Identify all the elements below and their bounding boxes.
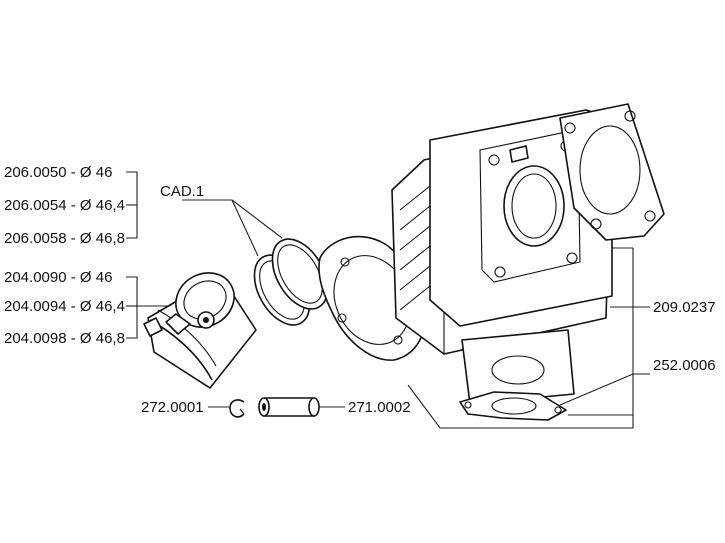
piston-rings <box>253 238 329 326</box>
head-gasket <box>559 103 665 241</box>
leader-lines <box>126 171 650 429</box>
label-ring-206-0050: 206.0050 - Ø 46 <box>4 164 112 181</box>
label-piston-204-0098: 204.0098 - Ø 46,8 <box>4 330 125 347</box>
piston-pin <box>258 397 320 417</box>
label-cylinder-209-0237: 209.0237 <box>653 299 716 316</box>
exhaust-gasket <box>459 391 567 421</box>
label-ring-206-0058: 206.0058 - Ø 46,8 <box>4 230 125 247</box>
label-ring-quantity: CAD.1 <box>160 183 204 200</box>
part-labels: 206.0050 - Ø 46 206.0054 - Ø 46,4 206.00… <box>4 164 716 416</box>
label-circlip-272-0001: 272.0001 <box>141 399 204 416</box>
piston <box>143 272 257 389</box>
label-piston-204-0094: 204.0094 - Ø 46,4 <box>4 298 125 315</box>
label-pin-271-0002: 271.0002 <box>348 399 411 416</box>
label-piston-204-0090: 204.0090 - Ø 46 <box>4 269 112 286</box>
label-ring-206-0054: 206.0054 - Ø 46,4 <box>4 197 125 214</box>
circlip <box>229 399 245 418</box>
label-gasket-252-0006: 252.0006 <box>653 357 716 374</box>
